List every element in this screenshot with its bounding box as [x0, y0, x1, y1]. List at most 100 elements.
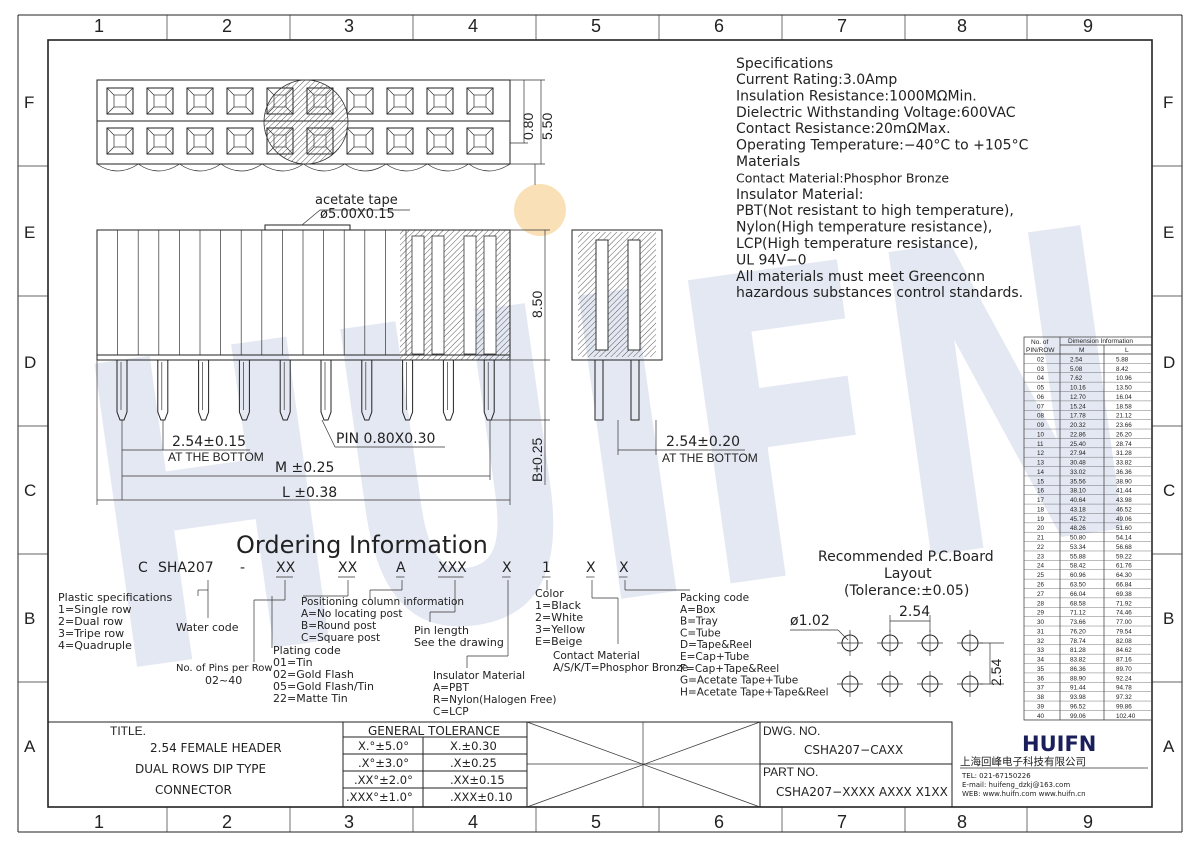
table-cell-pins: 29: [1037, 610, 1045, 617]
socket-cell: [386, 87, 414, 115]
plastic-spec-line: 2=Dual row: [58, 615, 123, 628]
pin-length-line: See the drawing: [414, 636, 504, 649]
socket-cell: [346, 127, 374, 155]
company-web: WEB: www.huifn.com www.huifn.cn: [962, 790, 1086, 798]
plastic-spec-line: Plastic specifications: [58, 591, 172, 604]
table-cell-m: 7.62: [1070, 375, 1083, 382]
table-cell-l: 92.24: [1116, 675, 1132, 682]
grid-column-label: 6: [714, 16, 724, 36]
grid-row-label: D: [1163, 353, 1175, 372]
table-cell-pins: 26: [1037, 582, 1045, 589]
table-cell-pins: 10: [1037, 431, 1045, 438]
table-cell-l: 66.84: [1116, 582, 1132, 589]
spec-line: Dielectric Withstanding Voltage:600VAC: [736, 105, 1016, 121]
insulator-line: Insulator Material: [433, 670, 525, 682]
socket-cell: [226, 87, 254, 115]
tolerance-linear: .XX±0.15: [450, 773, 505, 787]
table-cell-l: 61.76: [1116, 563, 1132, 570]
table-cell-pins: 30: [1037, 619, 1045, 626]
table-cell-pins: 14: [1037, 469, 1045, 476]
order-code-part: C: [138, 560, 148, 576]
grid-column-label: 1: [94, 16, 104, 36]
dim-b: B±0.25: [529, 438, 545, 482]
part-number: CSHA207−XXXX AXXX X1XX: [776, 785, 948, 799]
table-cell-pins: 12: [1037, 450, 1045, 457]
order-code-part: X: [502, 560, 512, 576]
table-cell-m: 17.78: [1070, 413, 1086, 420]
dim-pitch-front: 2.54±0.15: [172, 434, 246, 450]
grid-column-label: 9: [1083, 812, 1093, 832]
table-cell-pins: 11: [1037, 441, 1044, 448]
table-cell-l: 89.70: [1116, 666, 1132, 673]
table-cell-l: 21.12: [1116, 413, 1132, 420]
order-code-part: XX: [276, 560, 296, 576]
pin: [402, 360, 414, 421]
table-cell-m: 5.08: [1070, 366, 1083, 373]
company-tel: TEL: 021-67150226: [961, 772, 1031, 780]
table-cell-pins: 15: [1037, 478, 1045, 485]
table-cell-l: 33.82: [1116, 460, 1132, 467]
water-code: Water code: [176, 621, 239, 634]
grid-row-label: E: [24, 223, 35, 242]
ordering-title: Ordering Information: [236, 531, 488, 559]
table-cell-l: 13.50: [1116, 385, 1132, 392]
table-cell-l: 51.60: [1116, 525, 1132, 532]
socket-cell: [426, 87, 454, 115]
table-cell-l: 5.88: [1116, 356, 1129, 363]
grid-column-label: 8: [957, 16, 967, 36]
table-cell-pins: 17: [1037, 497, 1045, 504]
color-line: 3=Yellow: [535, 623, 585, 636]
table-cell-pins: 24: [1037, 563, 1045, 570]
table-cell-pins: 20: [1037, 525, 1045, 532]
table-cell-m: 88.90: [1070, 675, 1086, 682]
table-cell-l: 79.54: [1116, 628, 1132, 635]
positioning-line: B=Round post: [301, 620, 376, 632]
positioning-line: A=No locating post: [301, 608, 403, 620]
table-cell-l: 74.46: [1116, 610, 1132, 617]
table-cell-pins: 36: [1037, 675, 1045, 682]
table-cell-m: 10.16: [1070, 385, 1086, 392]
packing-line: F=Cap+Tape&Reel: [680, 663, 779, 675]
socket-cell: [186, 127, 214, 155]
spec-line: Current Rating:3.0Amp: [736, 72, 897, 88]
dim-table-hl: L: [1125, 347, 1129, 354]
pins-per-row-range: 02~40: [205, 674, 242, 687]
order-code-part: XX: [338, 560, 358, 576]
table-cell-l: 8.42: [1116, 366, 1129, 373]
table-cell-pins: 40: [1037, 713, 1045, 720]
table-cell-pins: 31: [1037, 628, 1045, 635]
specs-title: Specifications: [736, 56, 833, 72]
color-line: E=Beige: [535, 635, 583, 648]
contact-material-line: Contact Material: [553, 650, 640, 662]
table-cell-l: 26.20: [1116, 431, 1132, 438]
tolerance-linear: .X±0.25: [450, 756, 497, 770]
table-cell-l: 10.96: [1116, 375, 1132, 382]
table-cell-l: 69.38: [1116, 591, 1132, 598]
table-cell-pins: 21: [1037, 535, 1045, 542]
pcb-pitch-x: 2.54: [899, 604, 930, 620]
grid-column-label: 5: [591, 812, 601, 832]
grid-row-label: B: [1163, 609, 1174, 628]
packing-line: A=Box: [680, 604, 716, 616]
insulator-line: C=LCP: [433, 706, 469, 718]
tolerance-linear: .XXX±0.10: [450, 790, 513, 804]
table-cell-pins: 38: [1037, 694, 1045, 701]
at-bottom-front: AT THE BOTTOM: [168, 450, 264, 464]
table-cell-m: 35.56: [1070, 478, 1086, 485]
pin: [361, 360, 373, 421]
table-cell-pins: 02: [1037, 356, 1045, 363]
pin-length-line: Pin length: [414, 624, 469, 637]
grid-row-label: A: [1163, 737, 1175, 756]
table-cell-m: 93.98: [1070, 694, 1086, 701]
order-code-part: -: [240, 560, 245, 576]
table-cell-m: 63.50: [1070, 582, 1086, 589]
pcb-subtitle: Layout: [884, 566, 932, 582]
table-cell-m: 60.96: [1070, 572, 1086, 579]
table-cell-pins: 35: [1037, 666, 1045, 673]
grid-row-label: A: [24, 737, 36, 756]
spec-line: Insulation Resistance:1000MΩMin.: [736, 88, 977, 104]
insulator-line: A=PBT: [433, 682, 470, 694]
table-cell-l: 99.86: [1116, 703, 1132, 710]
